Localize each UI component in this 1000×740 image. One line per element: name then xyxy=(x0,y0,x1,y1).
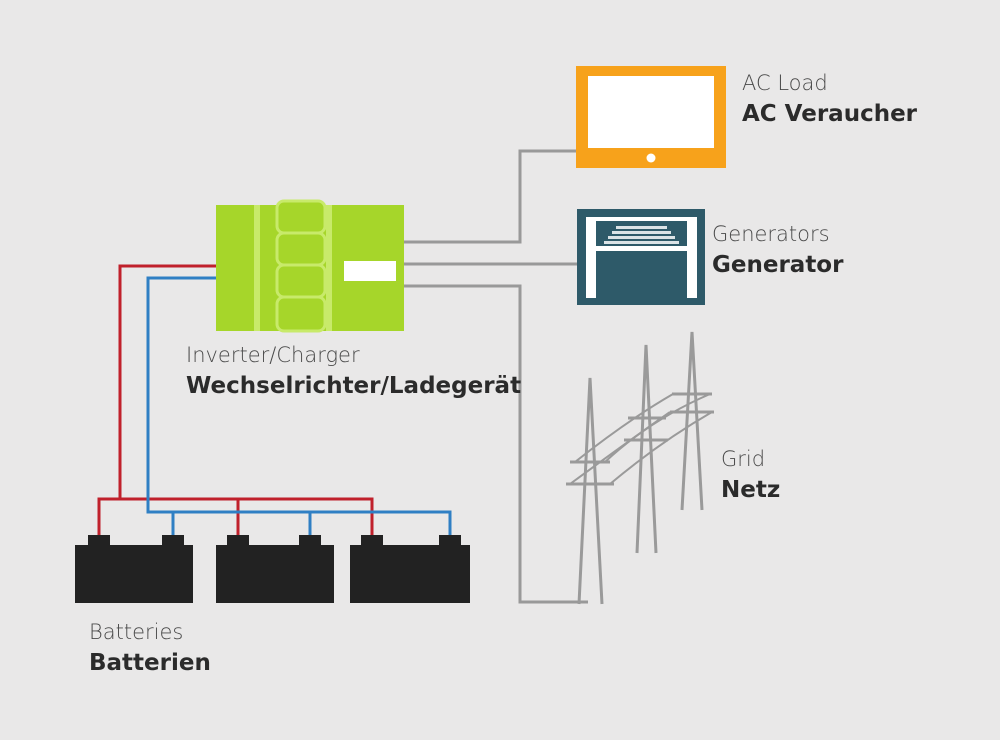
ac-load-label-en: AC Load xyxy=(742,71,828,95)
inverter-label: Inverter/Charger Wechselrichter/Ladegerä… xyxy=(186,340,521,402)
generator-label: Generators Generator xyxy=(712,219,843,281)
battery-2 xyxy=(216,545,334,603)
generator-label-de: Generator xyxy=(712,252,844,278)
batteries-label-en: Batteries xyxy=(89,620,184,644)
generator-label-en: Generators xyxy=(712,222,830,246)
battery-1 xyxy=(75,545,193,603)
grid-label: Grid Netz xyxy=(721,444,780,506)
inverter-label-de: Wechselrichter/Ladegerät xyxy=(186,373,522,399)
ac-wires xyxy=(402,149,588,604)
grid-label-en: Grid xyxy=(721,447,766,471)
batteries-label-de: Batterien xyxy=(89,650,211,676)
ac-load-label-de: AC Veraucher xyxy=(742,101,918,127)
grid-label-de: Netz xyxy=(721,477,781,503)
battery-3 xyxy=(350,545,470,603)
inverter-label-en: Inverter/Charger xyxy=(186,343,360,367)
generator-icon xyxy=(577,209,705,305)
dc-positive-wires xyxy=(97,264,374,535)
monitor-icon xyxy=(576,66,726,168)
power-pylon-icon xyxy=(566,331,714,605)
inverter-charger-icon xyxy=(216,199,404,333)
batteries-label: Batteries Batterien xyxy=(89,617,211,679)
battery-icon xyxy=(75,535,470,603)
edge-inverter-grid xyxy=(402,284,588,604)
dc-negative-wires xyxy=(146,276,452,535)
ac-load-label: AC Load AC Veraucher xyxy=(742,68,917,130)
edge-inverter-ac-load xyxy=(402,149,578,244)
